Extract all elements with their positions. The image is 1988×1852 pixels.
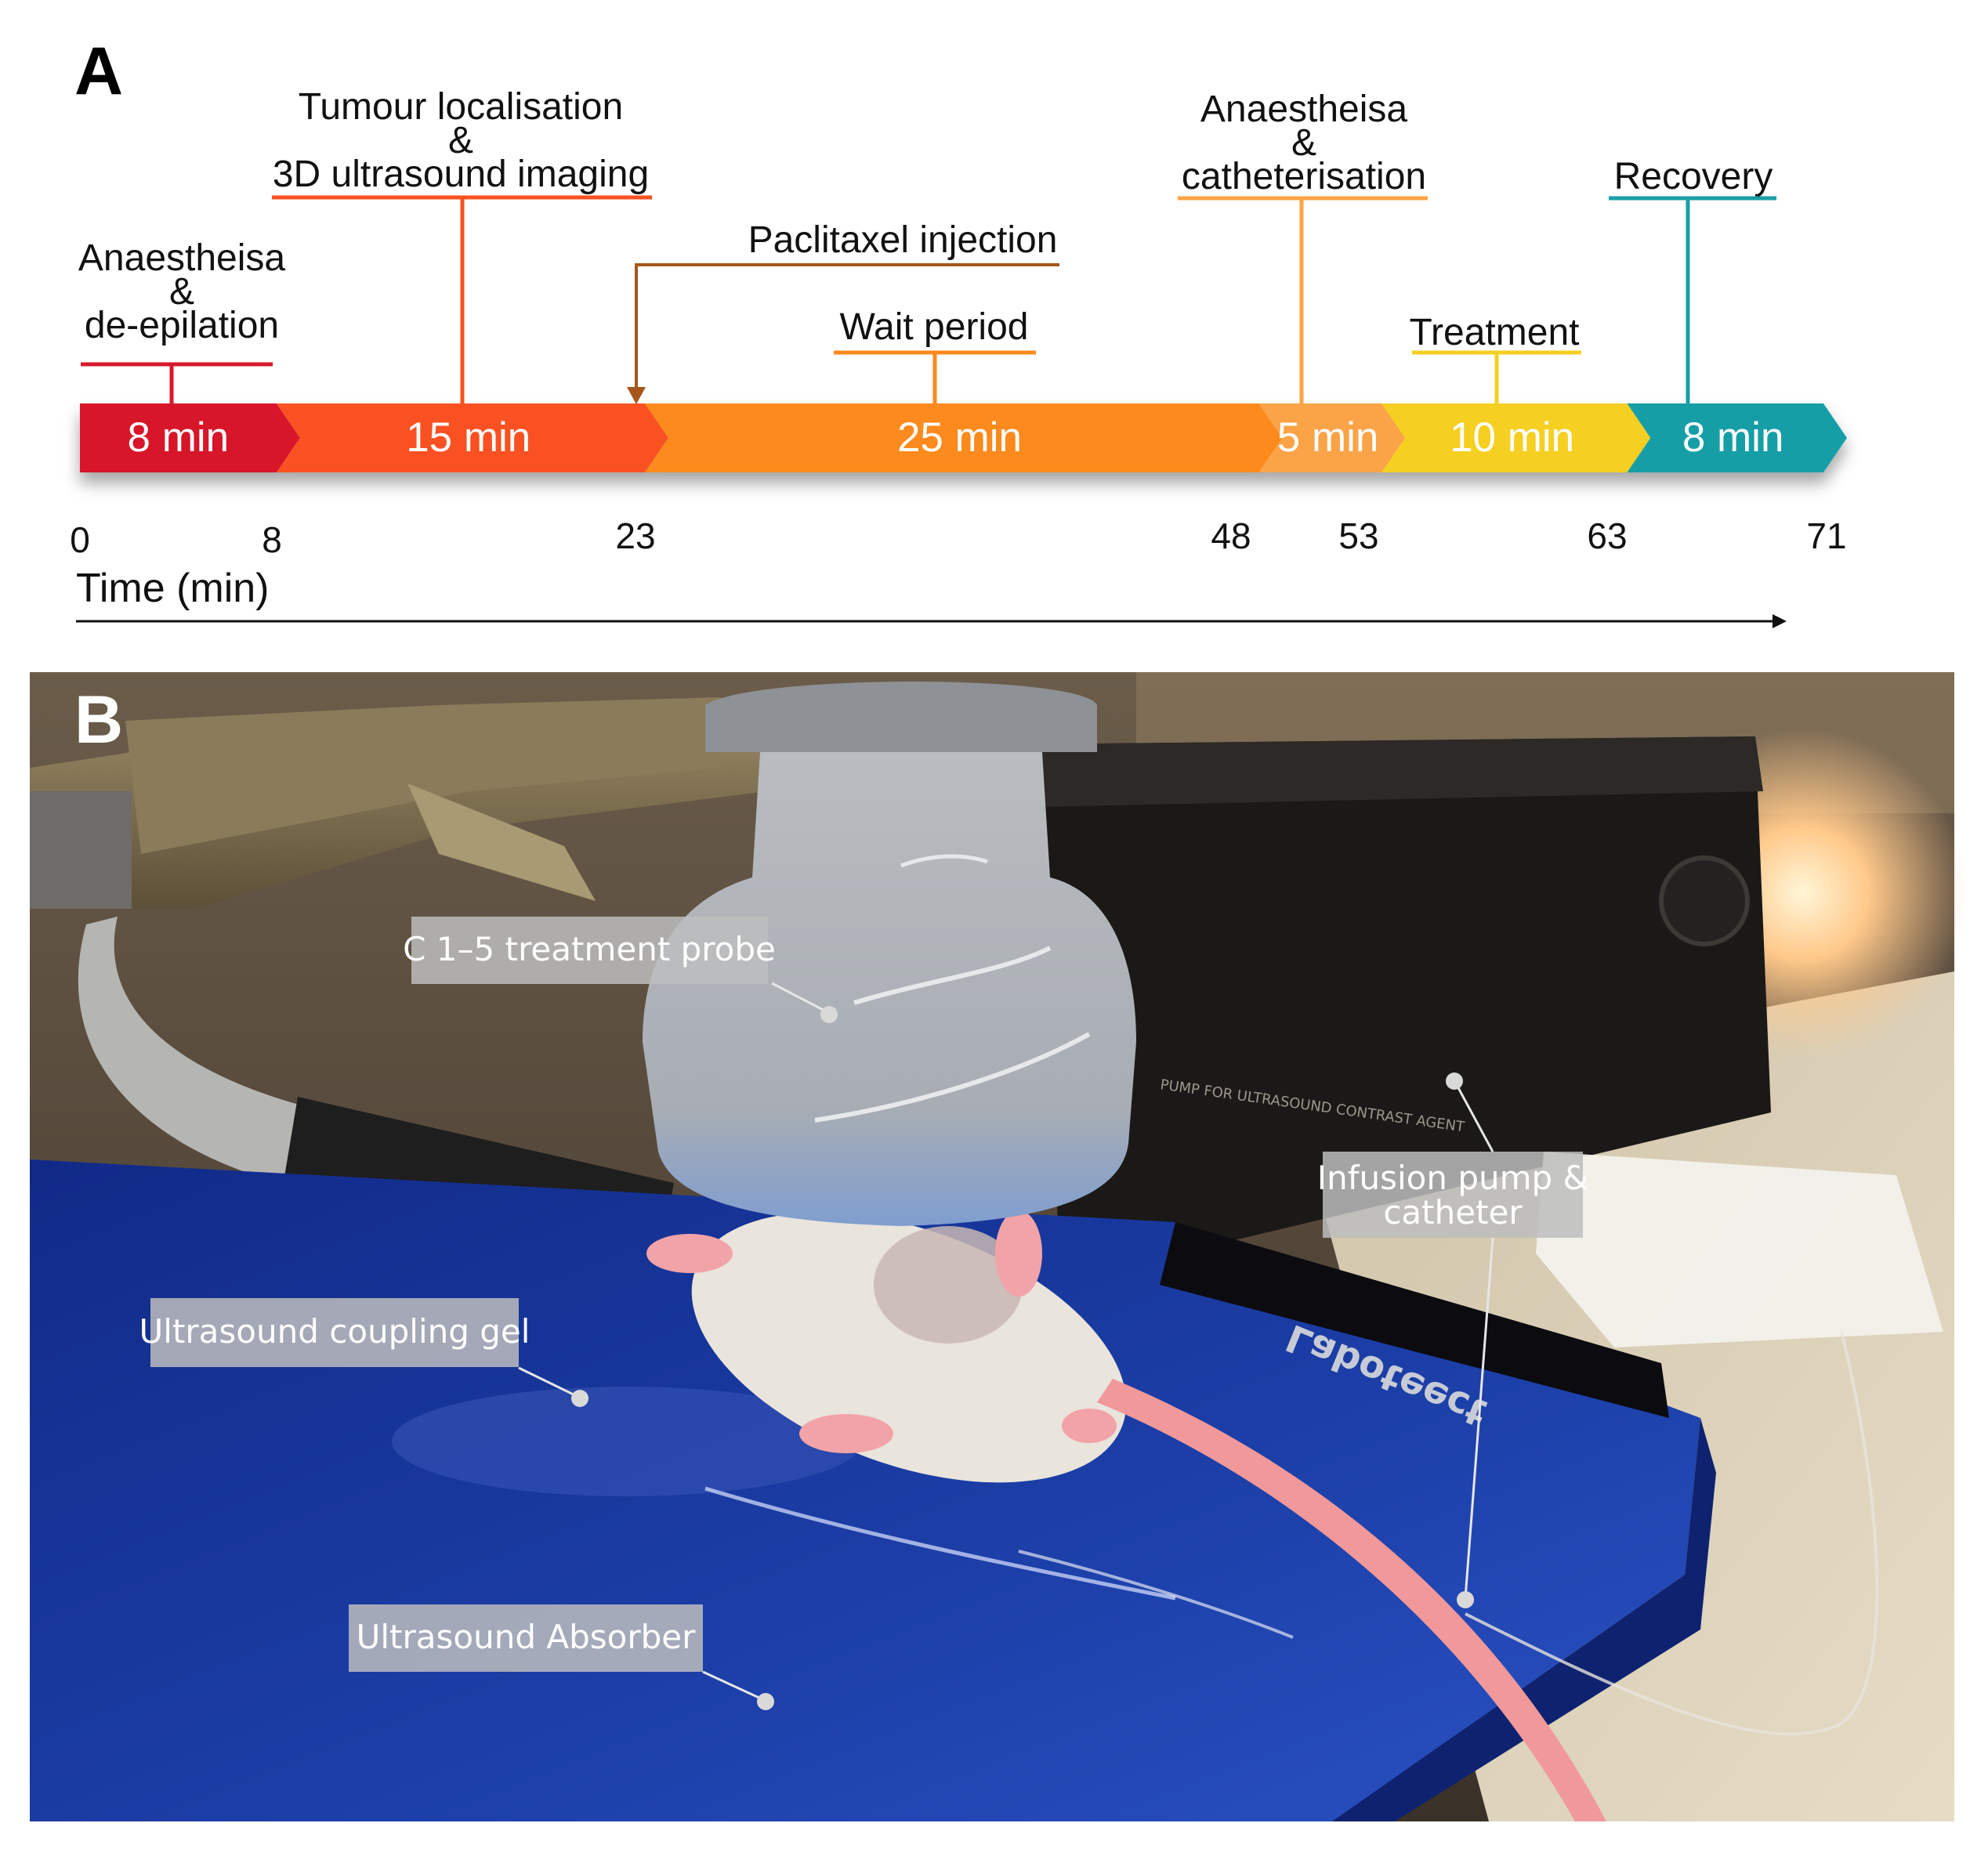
timeline-segment-label-5: 10 min	[1450, 414, 1574, 461]
timeline-segment-label-3: 25 min	[897, 414, 1022, 461]
timeline-segment-2	[276, 403, 668, 472]
callout-absorber-text: Ultrasound Absorber	[357, 1618, 696, 1656]
time-axis-arrowhead	[1773, 614, 1787, 628]
callout-absorber: Ultrasound Absorber	[349, 1604, 774, 1710]
clamp-arm	[30, 697, 831, 1269]
treatment-probe	[643, 682, 1136, 1226]
timeline-segment-label-6: 8 min	[1682, 414, 1784, 461]
label-anaesthesia-1-line2: &	[169, 271, 194, 313]
tick-53: 53	[1338, 515, 1378, 556]
timeline-segment-5	[1381, 403, 1651, 472]
panel-a-letter: A	[74, 34, 123, 109]
timeline-bar: 8 min 15 min 25 min 5 min 10 min 8 min	[80, 403, 1847, 472]
arrowhead-paclitaxel	[627, 387, 646, 404]
callout-pump-text-line2: catheter	[1383, 1193, 1523, 1232]
infusion-pump: PUMP FOR ULTRASOUND CONTRAST AGENT	[1034, 736, 1771, 1269]
experiment-photo: PUMP FOR ULTRASOUND CONTRAST AGENT Labot…	[30, 672, 1967, 1821]
panel-a: A 8 min 15 min 25 min 5 min 10 min 8 min Anae…	[70, 34, 1847, 628]
label-tumour-localisation: Tumour localisation & 3D ultrasound imag…	[272, 86, 652, 403]
callout-absorber-box	[349, 1604, 703, 1672]
tick-48: 48	[1211, 515, 1251, 556]
label-tumour-line2: &	[448, 120, 473, 161]
timeline-segment-label-4: 5 min	[1277, 414, 1379, 461]
label-anaesthesia-depilation: Anaestheisa & de-epilation	[78, 237, 285, 403]
label-recovery: Recovery	[1609, 156, 1776, 403]
callout-gel-dot	[571, 1390, 588, 1407]
callout-absorber-dot	[757, 1693, 774, 1710]
panel-b: PUMP FOR ULTRASOUND CONTRAST AGENT Labot…	[30, 672, 1967, 1821]
tick-0: 0	[70, 519, 90, 560]
timeline-segment-4	[1258, 403, 1405, 472]
callout-pump-dot-bottom	[1457, 1591, 1474, 1608]
label-anaesthesia-1-line1: Anaestheisa	[78, 237, 285, 279]
catheter-line	[1465, 1331, 1879, 1736]
label-wait-period: Wait period	[834, 306, 1036, 403]
label-anaesthesia-1-line3: de-epilation	[85, 305, 279, 346]
label-wait: Wait period	[840, 306, 1029, 348]
callout-gel: Ultrasound coupling gel	[139, 1298, 588, 1407]
time-axis-ticks: 0 8 23 48 53 63 71	[70, 515, 1846, 560]
label-anaesthesia-2-line1: Anaestheisa	[1200, 89, 1407, 130]
label-paclitaxel: Paclitaxel injection	[748, 219, 1058, 261]
tick-63: 63	[1587, 515, 1627, 556]
label-treatment-text: Treatment	[1410, 312, 1580, 353]
label-tumour-line1: Tumour localisation	[299, 86, 623, 128]
timeline-segment-1	[80, 403, 300, 472]
label-paclitaxel-injection: Paclitaxel injection	[627, 219, 1059, 404]
tick-71: 71	[1806, 515, 1846, 556]
callout-probe-box	[411, 917, 768, 984]
callout-gel-text: Ultrasound coupling gel	[139, 1312, 530, 1351]
panel-b-letter: B	[74, 682, 123, 758]
callout-probe: C 1–5 treatment probe	[403, 917, 838, 1023]
label-recovery-text: Recovery	[1614, 156, 1773, 197]
label-tumour-line3: 3D ultrasound imaging	[273, 154, 649, 195]
callout-probe-dot	[820, 1006, 838, 1023]
axis-title: Time (min)	[76, 566, 270, 611]
tick-23: 23	[615, 515, 655, 556]
label-anaesthesia-2-line3: catheterisation	[1182, 156, 1426, 197]
callout-pump-text-line1: Infusion pump &	[1317, 1159, 1589, 1197]
timeline-segment-label-2: 15 min	[406, 414, 530, 461]
callout-gel-box	[150, 1298, 519, 1367]
tick-8: 8	[262, 519, 282, 560]
timeline-segment-label-1: 8 min	[128, 414, 230, 461]
callout-probe-text: C 1–5 treatment probe	[403, 930, 776, 968]
label-treatment: Treatment	[1410, 312, 1581, 403]
timeline-segment-3	[644, 403, 1283, 472]
label-anaesthesia-catheterisation: Anaestheisa & catheterisation	[1178, 89, 1428, 403]
callout-pump-box	[1323, 1152, 1583, 1238]
label-anaesthesia-2-line2: &	[1291, 122, 1316, 164]
timeline-segment-6	[1627, 403, 1847, 472]
callout-pump-dot-top	[1446, 1072, 1463, 1090]
callout-pump: Infusion pump & catheter	[1317, 1072, 1589, 1608]
mouse	[646, 1210, 1606, 1821]
leader-paclitaxel	[635, 263, 1059, 390]
